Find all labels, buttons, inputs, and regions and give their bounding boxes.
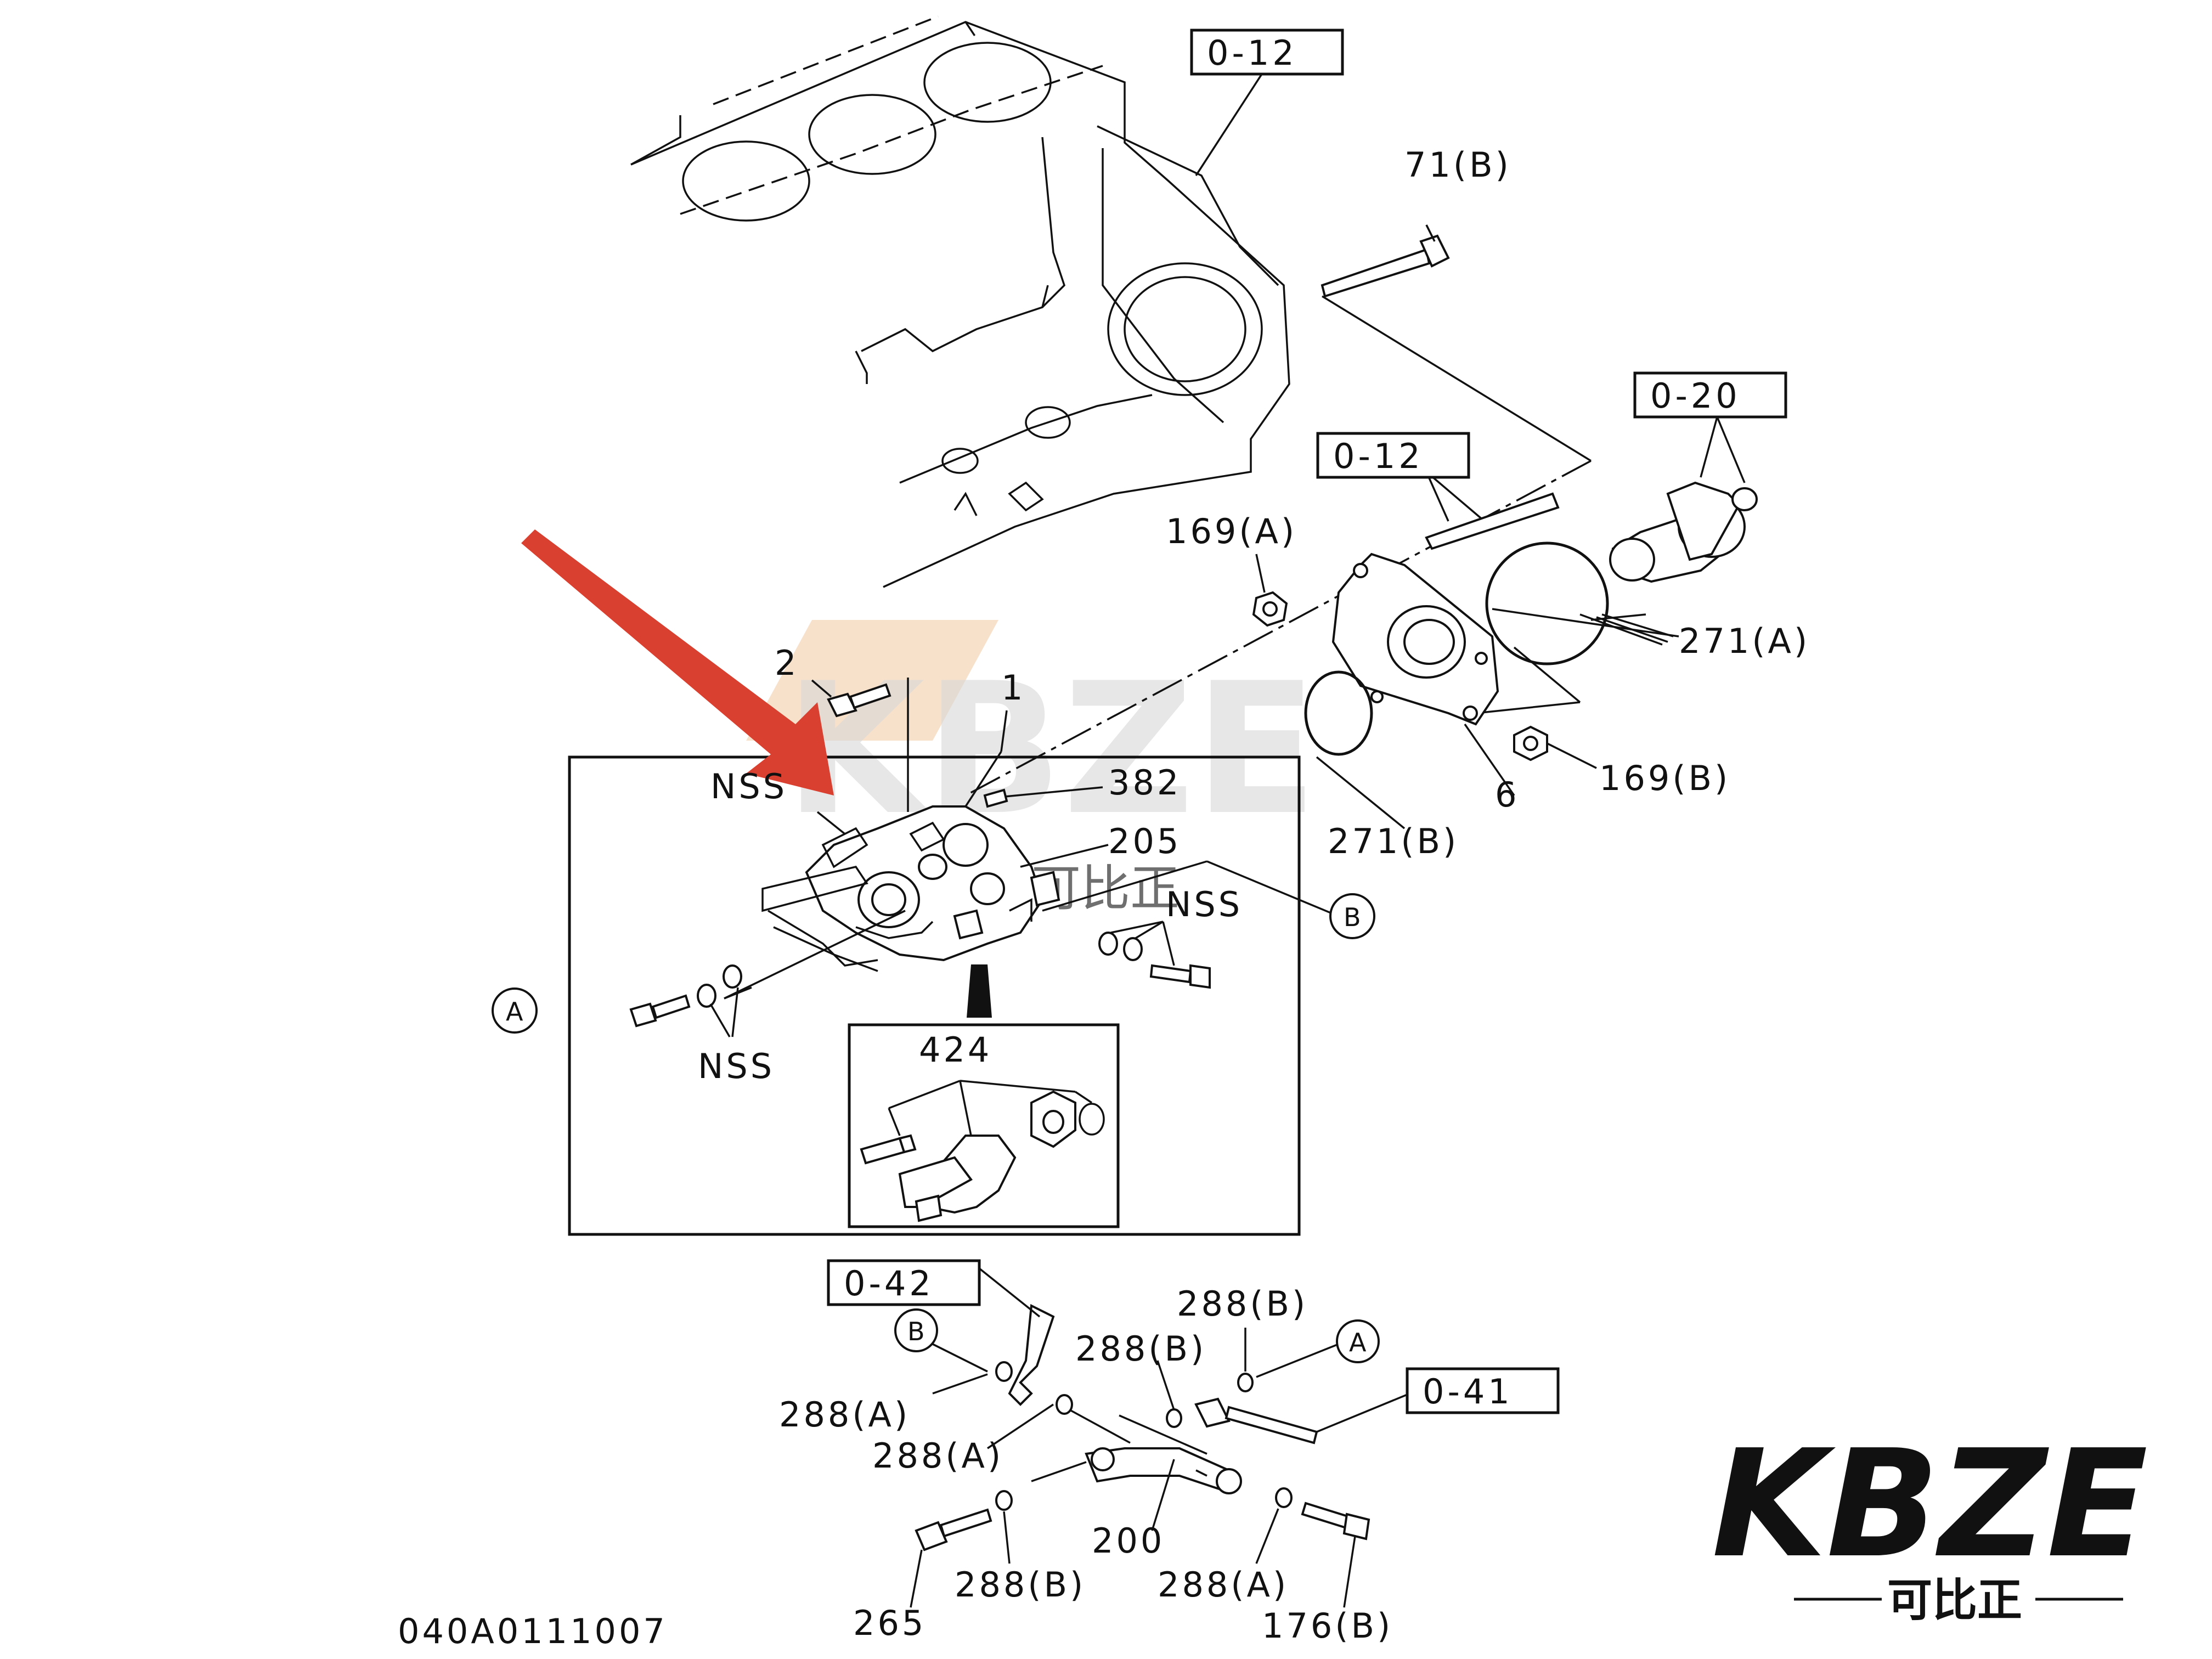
label-169b: 169(B) — [1599, 758, 1730, 798]
highlight-arrow — [521, 529, 834, 795]
svg-text:0-12: 0-12 — [1333, 436, 1424, 476]
circle-a-bottom: A — [1336, 1319, 1380, 1363]
leader-382 — [987, 786, 1103, 799]
leader-205 — [1020, 844, 1109, 868]
logo-text: KBZE — [1712, 1418, 2148, 1590]
fuel-injection-pump — [761, 805, 1060, 972]
pcv-detail-frame — [848, 1023, 1120, 1228]
svg-text:0-12: 0-12 — [1207, 33, 1297, 73]
logo-sub: 可比正 — [1887, 1575, 2022, 1627]
ref-box-0-42: 0-42 — [827, 1259, 981, 1306]
label-271a: 271(A) — [1679, 621, 1810, 661]
label-288a-1: 288(A) — [779, 1395, 910, 1435]
label-288b-3: 288(B) — [955, 1565, 1086, 1605]
label-71b: 71(B) — [1404, 145, 1511, 185]
leader-a1 — [724, 910, 906, 1000]
ref-box-0-20: 0-20 — [1633, 371, 1787, 419]
nut-169a — [1252, 554, 1288, 627]
svg-text:0-42: 0-42 — [844, 1263, 934, 1304]
bolt-2 — [811, 678, 909, 812]
label-288b-2: 288(B) — [1075, 1329, 1206, 1369]
label-169a: 169(A) — [1166, 511, 1297, 551]
label-2: 2 — [775, 643, 799, 683]
label-6: 6 — [1495, 775, 1519, 815]
bolt-nss-left — [629, 964, 742, 1037]
nut-169b — [1513, 725, 1597, 769]
engine-block — [630, 15, 1290, 588]
ref-box-0-12-top: 0-12 — [1190, 29, 1344, 76]
leader-b1 — [1042, 860, 1207, 912]
label-382: 382 — [1108, 763, 1181, 803]
gear-0-20 — [1609, 481, 1758, 583]
label-288a-2: 288(A) — [872, 1436, 1003, 1476]
leader-b1b — [1206, 860, 1339, 917]
pcv-valve-424 — [860, 1080, 1105, 1222]
label-265: 265 — [853, 1603, 926, 1643]
label-nss-right: NSS — [1166, 884, 1243, 924]
label-200: 200 — [1092, 1521, 1165, 1561]
plug-382 — [983, 788, 1008, 808]
label-424: 424 — [919, 1030, 992, 1070]
kbze-logo: KBZE 可比正 — [1712, 1418, 2148, 1627]
ref-box-0-12-mid: 0-12 — [1316, 432, 1470, 479]
leader-1b — [964, 751, 1002, 807]
svg-text:A: A — [506, 997, 523, 1026]
svg-text:B: B — [907, 1317, 925, 1346]
svg-text:0-41: 0-41 — [1423, 1372, 1513, 1412]
leader-nss1 — [816, 811, 846, 835]
pump-detail-frame — [568, 755, 1301, 1236]
detail-pointer — [967, 964, 992, 1018]
ref-box-0-41: 0-41 — [1406, 1367, 1560, 1414]
bolt-71b — [1321, 224, 1450, 298]
label-nss-bottom: NSS — [698, 1046, 775, 1086]
label-288a-3: 288(A) — [1158, 1565, 1289, 1605]
circle-b-bottom: B — [894, 1308, 938, 1352]
svg-text:0-20: 0-20 — [1650, 376, 1741, 416]
label-176b: 176(B) — [1262, 1606, 1393, 1646]
stud-0-12 — [1425, 471, 1560, 550]
circle-b-right: B — [1329, 893, 1375, 939]
label-288b-1: 288(B) — [1177, 1284, 1308, 1324]
flange-plate-6 — [1331, 552, 1499, 726]
o-ring-271a — [1485, 541, 1609, 665]
label-1: 1 — [1001, 668, 1025, 708]
fuel-pipes-bottom — [910, 1261, 1410, 1608]
label-205: 205 — [1108, 821, 1181, 861]
diagram-code: 040A0111007 — [398, 1611, 668, 1651]
svg-text:B: B — [1344, 902, 1361, 932]
o-ring-271b — [1304, 670, 1373, 756]
leader-1 — [1000, 710, 1008, 752]
label-271b: 271(B) — [1328, 821, 1459, 861]
label-nss-top: NSS — [710, 766, 787, 806]
bolt-nss-right — [1098, 921, 1211, 989]
svg-text:A: A — [1349, 1328, 1367, 1357]
circle-a-left: A — [492, 988, 538, 1034]
